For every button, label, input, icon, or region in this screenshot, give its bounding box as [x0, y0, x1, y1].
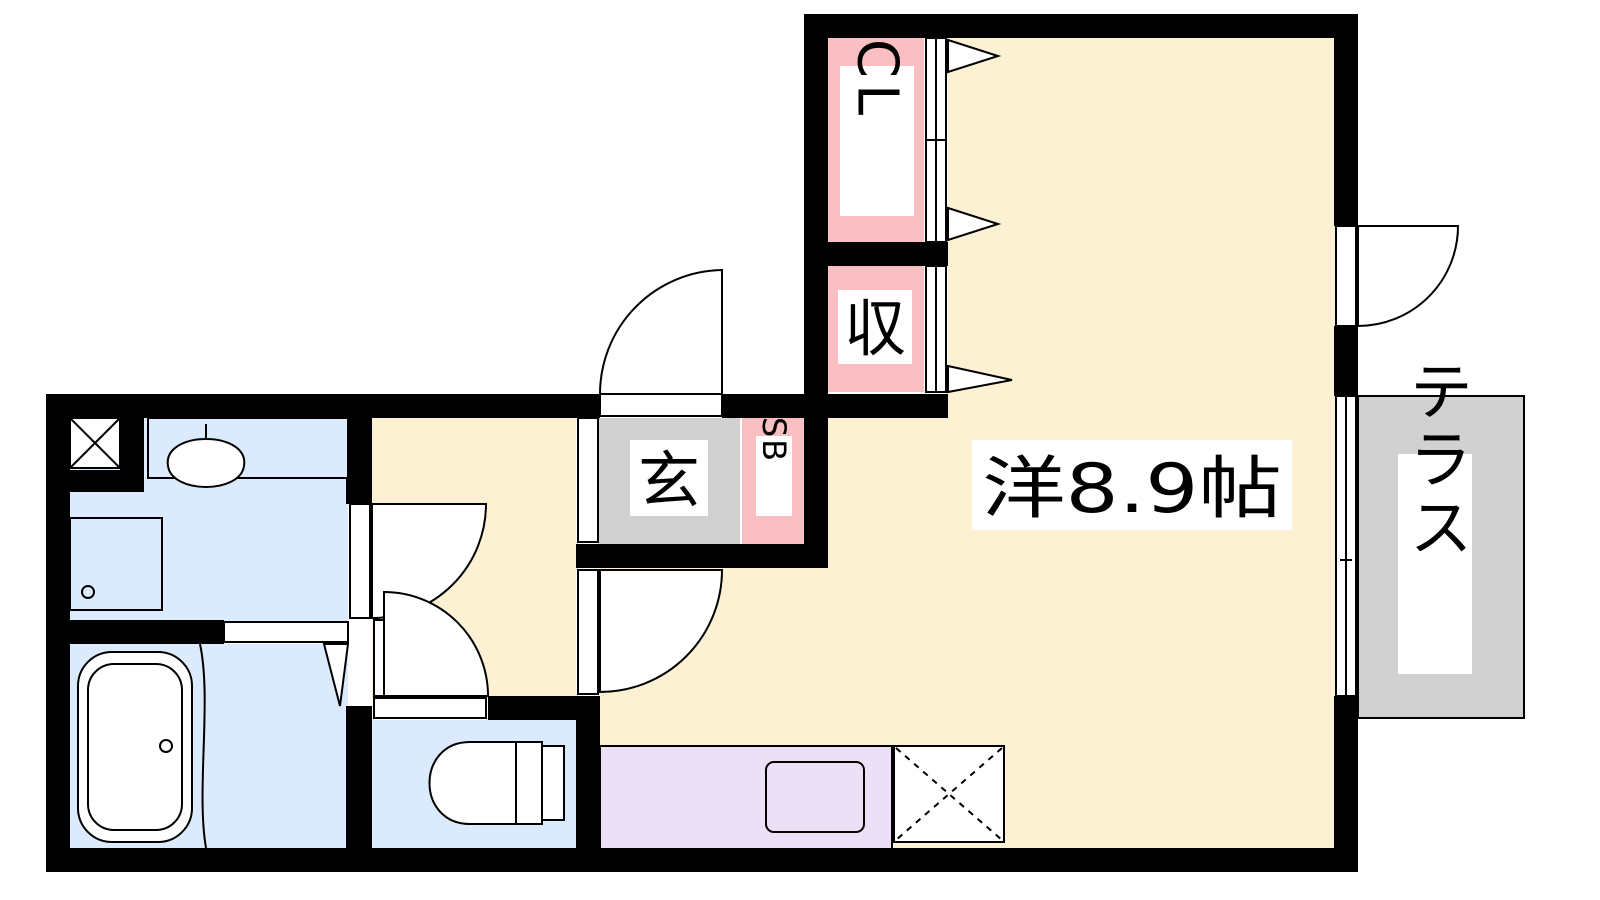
washer-pan: [69, 517, 163, 611]
bath-door-frame: [223, 621, 349, 643]
wall-entrance-right: [804, 394, 828, 566]
wall-wash-right-low: [346, 706, 372, 872]
wall-entrance-bottom: [576, 544, 828, 568]
hall-to-toilet-frame: [373, 697, 487, 719]
bathtub-outer: [77, 651, 193, 843]
room-door-swing: [599, 569, 724, 694]
storage-label: 収: [844, 292, 906, 365]
slide-arrows: [322, 38, 1013, 707]
fixtures: [69, 417, 1005, 849]
room-door-frame: [577, 569, 599, 695]
walls: [46, 14, 1358, 872]
bathtub-inner: [87, 663, 183, 831]
wall-box-bottom: [68, 470, 144, 492]
entrance-label: 玄: [638, 444, 700, 517]
front-door-frame: [599, 393, 723, 417]
fridge-space: [893, 745, 1005, 843]
wall-toilet-right: [576, 696, 600, 872]
front-door-swing: [598, 268, 723, 395]
wall-wash-right: [346, 394, 372, 504]
wall-bottom: [46, 848, 1358, 872]
wall-top-entrance: [722, 394, 948, 418]
wall-closet-storage: [804, 242, 948, 266]
terrace-label: テラス: [1398, 358, 1472, 562]
wall-hall-left: [576, 394, 600, 416]
wall-wash-bath: [46, 620, 224, 644]
entrance-left-frame: [577, 417, 599, 543]
window-details: [926, 38, 1352, 696]
wall-right-lower: [1334, 696, 1358, 872]
kitchen-sink: [765, 761, 865, 833]
wall-right-upper: [1334, 14, 1358, 226]
toilet-tank: [515, 741, 543, 825]
wall-top-left: [46, 394, 600, 418]
room-labels: CL 収 玄 SB 洋8.9帖 テラス: [630, 39, 1472, 674]
shoe-box-label: SB: [755, 417, 793, 463]
hall-left-frame: [373, 619, 385, 697]
terrace-door-swing: [1357, 225, 1460, 328]
closet-label: CL: [845, 39, 910, 121]
wall-left-closet: [804, 14, 828, 416]
western-room-floor: [600, 38, 1338, 850]
toilet-bowl-icon: [428, 741, 517, 825]
terrace-door-frame: [1335, 225, 1357, 327]
wash-door-frame: [349, 503, 371, 619]
wall-top-main: [804, 14, 1358, 38]
door-swings: [371, 225, 1460, 697]
washbasin-icon: [166, 438, 246, 488]
toilet-door-swing: [383, 590, 490, 697]
wall-right-mid: [1334, 326, 1358, 396]
western-room-label: 洋8.9帖: [982, 450, 1282, 529]
